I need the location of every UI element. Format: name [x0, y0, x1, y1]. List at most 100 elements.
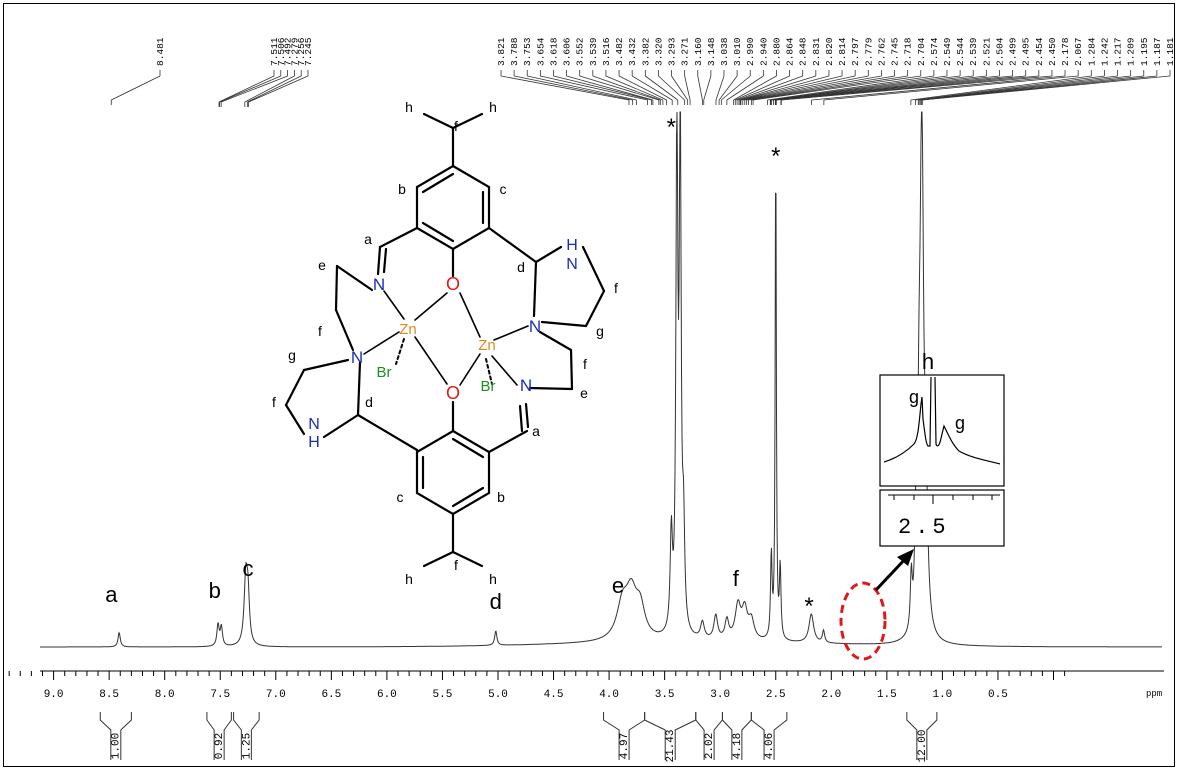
- peak-label: 7.245: [303, 37, 314, 66]
- peak-label: 7.279: [289, 37, 300, 66]
- spectrum-trace: [40, 111, 1162, 648]
- integral: 1.25: [233, 712, 260, 760]
- x-tick-label: 1.5: [877, 689, 897, 701]
- integral-value: 21.43: [665, 729, 677, 762]
- peak-leader: [742, 75, 856, 101]
- peak-label: 2.495: [1021, 37, 1032, 66]
- atom-label: N: [566, 256, 578, 273]
- structure-proton-label: c: [500, 181, 507, 197]
- peak-annotation: *: [804, 593, 813, 620]
- integral: 4.18: [721, 712, 752, 760]
- peak-label: 2.820: [824, 37, 835, 66]
- structure-proton-label: b: [497, 489, 505, 505]
- peak-leader: [776, 75, 1026, 101]
- atom-label: Br: [481, 378, 496, 395]
- peak-label: 7.511: [269, 37, 280, 66]
- atom-label: Zn: [478, 337, 496, 354]
- structure-proton-label: h: [405, 571, 413, 587]
- peak-label: 3.320: [653, 37, 664, 66]
- peak-leader: [726, 75, 764, 101]
- peak-label: 2.504: [994, 37, 1005, 66]
- structure-proton-label: d: [517, 259, 525, 275]
- peak-leader: [823, 75, 1079, 101]
- x-tick-label: 4.5: [544, 689, 564, 701]
- peak-leader: [910, 75, 1092, 101]
- peak-leader: [111, 75, 161, 101]
- peak-leader: [618, 75, 667, 101]
- peak-label: 3.552: [575, 37, 586, 66]
- peak-leader: [811, 75, 1066, 101]
- atom-label: Zn: [399, 321, 417, 338]
- peak-label: 3.788: [509, 37, 520, 66]
- peak-label: 2.499: [1008, 37, 1019, 66]
- structure-proton-label: g: [596, 323, 604, 339]
- inset: g g 2.5: [879, 374, 1005, 547]
- peak-label: 2.521: [981, 37, 992, 66]
- integral-value: 1.00: [111, 733, 123, 759]
- peak-leader: [566, 75, 653, 101]
- peak-leader: [220, 75, 288, 103]
- peak-leader: [247, 75, 302, 103]
- peak-leader: [697, 75, 703, 101]
- peak-label: 2.704: [916, 37, 927, 66]
- x-tick-label: 8.5: [99, 689, 119, 701]
- peak-annotation: f: [733, 566, 740, 591]
- peak-annotation: h: [922, 349, 934, 374]
- peak-leader: [514, 75, 633, 101]
- peak-label: 1.195: [1139, 37, 1150, 66]
- structure-proton-label: e: [580, 385, 588, 401]
- peak-leader: [735, 75, 790, 101]
- peak-leader: [219, 75, 281, 103]
- peak-leader: [740, 75, 843, 101]
- structure-proton-label: g: [288, 347, 296, 363]
- peak-label: 3.821: [496, 37, 507, 66]
- peak-label: 1.209: [1126, 37, 1137, 66]
- peak-leader: [592, 75, 661, 101]
- peak-label: 3.038: [719, 37, 730, 66]
- structure-proton-label: f: [583, 356, 587, 372]
- peak-label: 2.831: [811, 37, 822, 66]
- structure-proton-label: f: [318, 323, 322, 339]
- peak-leader: [771, 75, 974, 101]
- x-tick-label: 3.5: [655, 689, 675, 701]
- atom-label: N: [308, 416, 320, 433]
- x-tick-label: 7.0: [266, 689, 286, 701]
- inset-box: [879, 374, 1005, 487]
- inset-label-g1: g: [909, 387, 919, 407]
- inset-label-g2: g: [955, 413, 965, 433]
- structure-proton-label: b: [398, 181, 406, 197]
- peak-label: 1.242: [1099, 37, 1110, 66]
- peak-label: 2.718: [903, 37, 914, 66]
- atom-label: N: [351, 348, 363, 367]
- peak-leader: [922, 75, 1171, 101]
- peak-label: 3.432: [627, 37, 638, 66]
- peak-label: 2.864: [785, 37, 796, 66]
- peak-leader: [753, 75, 921, 101]
- peak-leader: [718, 75, 738, 101]
- integral-value: 12.00: [917, 729, 929, 762]
- peak-leader: [540, 75, 648, 101]
- x-tick-label: 5.0: [488, 689, 508, 701]
- peak-leader: [248, 75, 309, 103]
- integral-value: 4.97: [619, 733, 631, 759]
- peak-label: 7.256: [296, 37, 307, 66]
- structure-proton-label: d: [365, 394, 373, 410]
- peak-label: 2.549: [942, 37, 953, 66]
- peak-label: 2.814: [837, 37, 848, 66]
- x-tick-label: 1.0: [932, 689, 952, 701]
- atom-label: H: [308, 434, 320, 451]
- integral-value: 1.25: [241, 733, 253, 759]
- peak-leader: [721, 75, 751, 101]
- peak-label: 2.454: [1034, 37, 1045, 66]
- inset-axis-box: [879, 489, 1005, 547]
- peak-label: 3.010: [732, 37, 743, 66]
- structure-proton-label: e: [318, 257, 326, 273]
- peak-leader: [645, 75, 678, 101]
- peak-annotation: b: [209, 578, 221, 603]
